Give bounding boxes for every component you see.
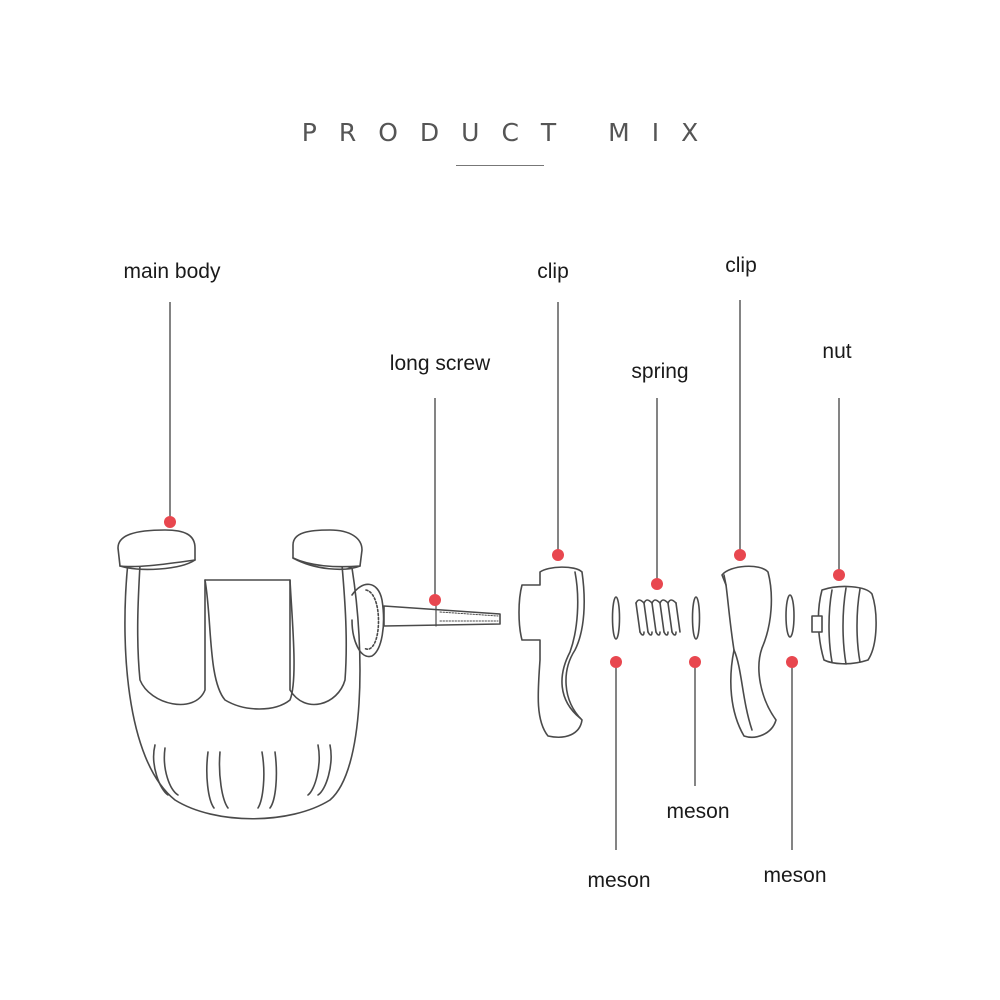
marker-meson-3 <box>786 656 798 668</box>
meson-3-drawing <box>785 594 795 638</box>
title-underline <box>456 165 544 166</box>
label-meson-2: meson <box>666 800 730 823</box>
marker-clip-right <box>734 549 746 561</box>
marker-meson-2 <box>689 656 701 668</box>
long-screw-drawing <box>383 605 501 627</box>
label-clip-right: clip <box>725 254 757 277</box>
label-main-body: main body <box>123 260 221 283</box>
label-meson-3: meson <box>763 864 827 887</box>
spring-drawing <box>635 599 681 636</box>
leader-lines <box>169 300 840 850</box>
label-nut: nut <box>822 340 852 363</box>
meson-1-drawing <box>611 596 621 640</box>
main-body-drawing <box>117 529 385 820</box>
marker-meson-1 <box>610 656 622 668</box>
marker-long-screw <box>429 594 441 606</box>
nut-drawing <box>811 585 877 665</box>
page-title: PRODUCT MIX <box>301 118 721 147</box>
label-clip-left: clip <box>537 260 569 283</box>
marker-main-body <box>164 516 176 528</box>
meson-2-drawing <box>691 596 701 640</box>
label-long-screw: long screw <box>389 352 491 375</box>
clip-left-drawing <box>518 566 585 738</box>
label-meson-1: meson <box>587 869 651 892</box>
marker-nut <box>833 569 845 581</box>
marker-dots <box>164 516 845 668</box>
label-spring: spring <box>631 360 689 383</box>
marker-spring <box>651 578 663 590</box>
marker-clip-left <box>552 549 564 561</box>
clip-right-drawing <box>721 565 777 738</box>
